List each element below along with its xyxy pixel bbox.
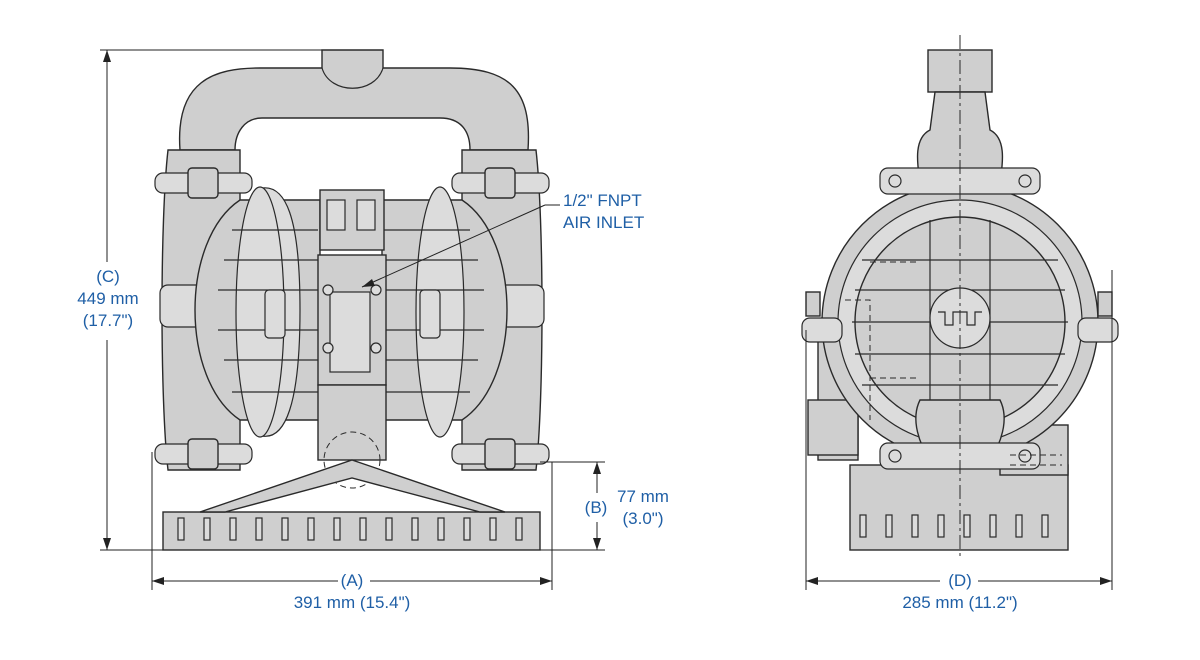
side-base-fin (885, 514, 893, 538)
dimension-a-letter: (A) (340, 571, 364, 590)
dimension-b-letter: (B) (584, 498, 608, 517)
base-fin (463, 517, 471, 541)
dimension-c-label: (C) 449 mm (17.7") (58, 266, 158, 332)
front-dimension-lines (100, 49, 605, 590)
base-fin (515, 517, 523, 541)
front-base (162, 511, 541, 551)
side-base-fin (989, 514, 997, 538)
base-fin (411, 517, 419, 541)
dimension-a-value: 391 mm (15.4") (293, 593, 411, 612)
side-base-fin (911, 514, 919, 538)
dimension-d-label: (D) 285 mm (11.2") (860, 570, 1060, 614)
clamp-top-left (154, 167, 253, 199)
discharge-manifold (178, 49, 530, 151)
side-view (801, 35, 1119, 560)
base-fin (333, 517, 341, 541)
air-inlet-line1: 1/2" FNPT (563, 191, 642, 210)
base-fin (437, 517, 445, 541)
base-fin (359, 517, 367, 541)
side-base-fin (937, 514, 945, 538)
clamp-bottom-left (154, 438, 253, 470)
base-fin (229, 517, 237, 541)
front-view (154, 49, 550, 551)
side-base-fin (1015, 514, 1023, 538)
base-fin (385, 517, 393, 541)
side-dimension-lines (805, 270, 1113, 590)
side-base-fin (859, 514, 867, 538)
dimension-d-value: 285 mm (11.2") (902, 593, 1018, 612)
side-base-fin (963, 514, 971, 538)
dimension-c-inch: (17.7") (82, 311, 134, 330)
air-valve-block (317, 189, 387, 489)
dimension-a-label: (A) 391 mm (15.4") (252, 570, 452, 614)
dimension-b-inch: (3.0") (622, 509, 664, 528)
dimension-c-letter: (C) (96, 267, 120, 286)
base-fin (203, 517, 211, 541)
right-diaphragm-chamber (381, 186, 508, 438)
base-fin (489, 517, 497, 541)
air-inlet-line2: AIR INLET (563, 213, 645, 232)
base-fin (177, 517, 185, 541)
air-inlet-label: 1/2" FNPT AIR INLET (563, 190, 644, 234)
base-fin (281, 517, 289, 541)
dimension-c-mm: 449 mm (77, 289, 139, 308)
clamp-top-right (451, 167, 550, 199)
side-base-fin (1041, 514, 1049, 538)
dimension-d-letter: (D) (948, 571, 972, 590)
clamp-bottom-right (451, 438, 550, 470)
base-fin (307, 517, 315, 541)
dimension-b-mm: 77 mm (617, 487, 669, 506)
dimension-b-value: 77 mm (3.0") (608, 486, 678, 530)
base-fin (255, 517, 263, 541)
